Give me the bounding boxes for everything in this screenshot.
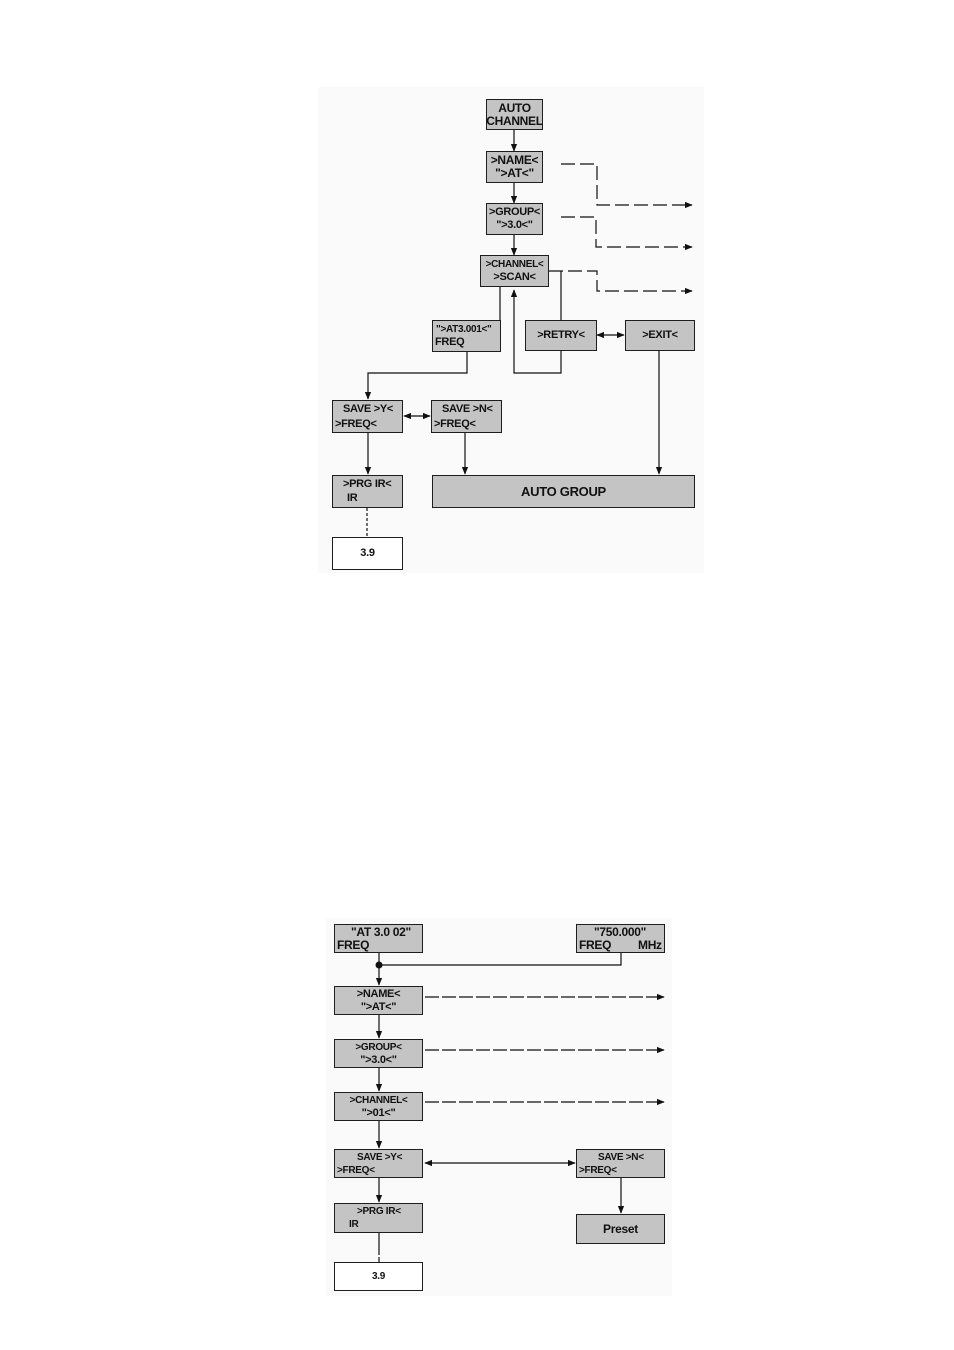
save-y-box: SAVE >Y< >FREQ< xyxy=(332,400,403,433)
name-line1-2: >NAME< xyxy=(356,987,401,1000)
name-line2-2: ">AT<" xyxy=(360,1000,397,1013)
name-box: >NAME< ">AT<" xyxy=(486,151,543,183)
auto-channel-line2: CHANNEL xyxy=(486,113,543,128)
save-n-line2: >FREQ< xyxy=(434,418,476,430)
save-n-box-2: SAVE >N< >FREQ< xyxy=(576,1149,665,1178)
auto-channel-box: AUTO CHANNEL xyxy=(486,99,543,130)
arrow-freq-to-save xyxy=(364,352,468,400)
prg-ir-line1: >PRG IR< xyxy=(343,478,392,490)
freq-mhz-box: "750.000" FREQ MHz xyxy=(576,924,665,953)
prg-ir-line1-2: >PRG IR< xyxy=(357,1206,401,1217)
ref-box-2: 3.9 xyxy=(334,1262,423,1291)
freq-mhz-line2b: MHz xyxy=(638,938,662,952)
freq-result-line2: FREQ xyxy=(435,336,465,348)
channel-line2-2: ">01<" xyxy=(361,1106,396,1119)
save-n-line1: SAVE >N< xyxy=(442,403,493,415)
dashed-exit-group xyxy=(561,216,693,251)
auto-channel-line1: AUTO xyxy=(498,100,531,115)
exit-box: >EXIT< xyxy=(625,320,695,351)
channel-scan-line2: >SCAN< xyxy=(493,271,536,283)
freq-name-box: "AT 3.0 02" FREQ xyxy=(334,924,423,953)
dashed-exit-name xyxy=(561,163,693,209)
save-y-box-2: SAVE >Y< >FREQ< xyxy=(334,1149,423,1178)
group-box-2: >GROUP< ">3.0<" xyxy=(334,1039,423,1068)
freq-result-box: ">AT3.001<" FREQ xyxy=(432,320,501,352)
save-y-line1-2: SAVE >Y< xyxy=(357,1152,403,1163)
save-y-line1: SAVE >Y< xyxy=(343,403,393,415)
channel-box-2: >CHANNEL< ">01<" xyxy=(334,1092,423,1121)
group-line1-2: >GROUP< xyxy=(355,1041,402,1053)
ref-box-1: 3.9 xyxy=(332,537,403,570)
save-n-box: SAVE >N< >FREQ< xyxy=(431,400,502,433)
preset-label: Preset xyxy=(603,1221,638,1236)
auto-group-label: AUTO GROUP xyxy=(521,484,606,499)
junction-dot xyxy=(375,961,383,969)
group-box: >GROUP< ">3.0<" xyxy=(486,203,543,235)
save-y-line2-2: >FREQ< xyxy=(337,1165,375,1176)
freq-mhz-line1: "750.000" xyxy=(594,925,647,939)
preset-box: Preset xyxy=(576,1214,665,1244)
freq-mhz-line2a: FREQ xyxy=(579,938,612,952)
auto-group-box: AUTO GROUP xyxy=(432,475,695,508)
ref-label-2: 3.9 xyxy=(371,1271,385,1282)
prg-ir-box: >PRG IR< IR xyxy=(332,475,403,508)
name-line2: ">AT<" xyxy=(495,166,534,180)
retry-box: >RETRY< xyxy=(525,320,597,351)
name-line1: >NAME< xyxy=(490,153,539,167)
dashed-exit-channel xyxy=(549,270,693,295)
group-line1: >GROUP< xyxy=(488,206,541,218)
save-y-line2: >FREQ< xyxy=(335,418,377,430)
exit-label: >EXIT< xyxy=(642,329,678,341)
save-n-line2-2: >FREQ< xyxy=(579,1165,617,1176)
retry-label: >RETRY< xyxy=(537,329,585,341)
freq-name-line1: "AT 3.0 02" xyxy=(351,925,411,939)
channel-line1-2: >CHANNEL< xyxy=(349,1094,408,1106)
prg-ir-line2-2: IR xyxy=(349,1219,359,1230)
freq-result-line1: ">AT3.001<" xyxy=(436,324,492,335)
freq-name-line2: FREQ xyxy=(337,938,370,952)
arrow-retry-loop xyxy=(510,289,562,374)
name-box-2: >NAME< ">AT<" xyxy=(334,986,423,1015)
channel-scan-line1: >CHANNEL< xyxy=(485,259,544,270)
ref-label-1: 3.9 xyxy=(360,547,375,559)
group-line2-2: ">3.0<" xyxy=(360,1053,397,1066)
group-line2: ">3.0<" xyxy=(496,219,533,231)
prg-ir-line2: IR xyxy=(347,492,358,504)
line-mhz-to-junction xyxy=(379,953,622,966)
save-n-line1-2: SAVE >N< xyxy=(598,1152,644,1163)
prg-ir-box-2: >PRG IR< IR xyxy=(334,1203,423,1233)
channel-scan-box: >CHANNEL< >SCAN< xyxy=(480,255,549,287)
